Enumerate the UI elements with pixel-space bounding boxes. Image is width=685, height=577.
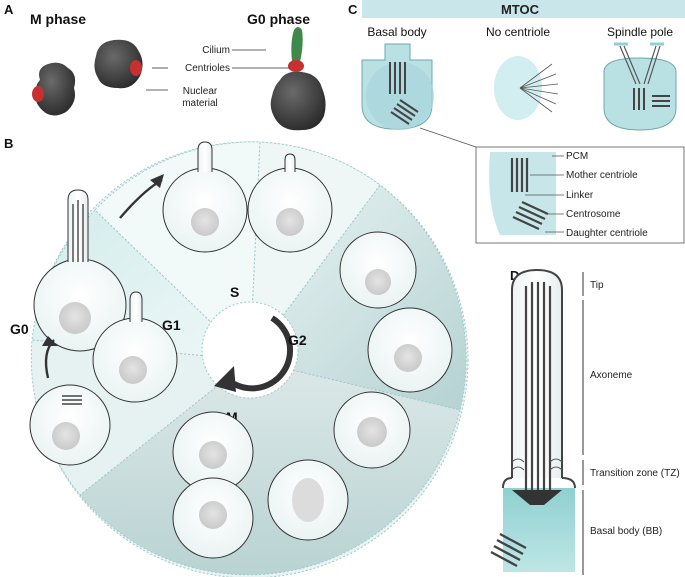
centriole-red-icon [32, 86, 44, 102]
panel-d-label: D [510, 268, 519, 283]
panel-c-label: C [348, 2, 358, 17]
g0-phase-cell [270, 27, 326, 131]
centrioles-label: Centrioles [185, 63, 230, 74]
g0-phase-title: G0 phase [247, 11, 310, 27]
m-phase-cell-1 [32, 62, 76, 116]
cell-m-telophase [172, 411, 254, 559]
m-phase-cell-2 [94, 39, 143, 89]
material-label: material [182, 98, 218, 109]
m-phase-title: M phase [30, 11, 86, 27]
no-centriole-diagram [494, 56, 559, 120]
cell-top-2 [247, 153, 333, 253]
centriole-red-icon [130, 60, 142, 76]
nuclear-label: Nuclear [183, 86, 218, 97]
phase-g1-label: G1 [162, 317, 181, 333]
cilium-icon [291, 27, 303, 62]
phase-g0-label: G0 [10, 321, 29, 337]
cell-m-metaphase [267, 459, 349, 541]
cell-g0-ciliated [33, 189, 127, 352]
label-transition-zone: Transition zone (TZ) [590, 468, 680, 479]
inset-label-pcm: PCM [566, 151, 588, 162]
cell-g2-2 [367, 307, 453, 393]
panel-b-label: B [4, 136, 13, 151]
mtoc-title: MTOC [501, 2, 540, 17]
inset-label-mother-centriole: Mother centriole [566, 170, 638, 181]
cell-g2-1 [339, 231, 417, 309]
phase-s-label: S [230, 284, 239, 300]
centriole-red-icon [288, 60, 304, 72]
mtoc-bar [362, 0, 685, 18]
inset-label-linker: Linker [566, 190, 594, 201]
panel-a-label: A [4, 2, 14, 17]
cilium-label: Cilium [202, 45, 230, 56]
column-no-centriole: No centriole [486, 25, 550, 39]
centrosome-inset-diagram [489, 152, 556, 235]
column-spindle-pole: Spindle pole [607, 25, 673, 39]
label-tip: Tip [590, 280, 604, 291]
cell-m-prophase [333, 391, 411, 469]
cell-top-1 [162, 141, 248, 253]
inset-label-centrosome: Centrosome [566, 209, 621, 220]
basal-body-diagram [361, 43, 434, 130]
cell-g0-primary [29, 384, 111, 466]
inset-label-daughter-centriole: Daughter centriole [566, 228, 648, 239]
cell-g1 [92, 291, 178, 403]
phase-g2-label: G2 [288, 332, 307, 348]
cycle-arrow-icon [223, 315, 294, 392]
spindle-pole-diagram [603, 42, 677, 131]
label-basal-body: Basal body (BB) [590, 526, 662, 537]
cilium-structure-diagram [490, 268, 576, 572]
column-basal-body: Basal body [367, 25, 426, 39]
label-axoneme: Axoneme [590, 370, 633, 381]
